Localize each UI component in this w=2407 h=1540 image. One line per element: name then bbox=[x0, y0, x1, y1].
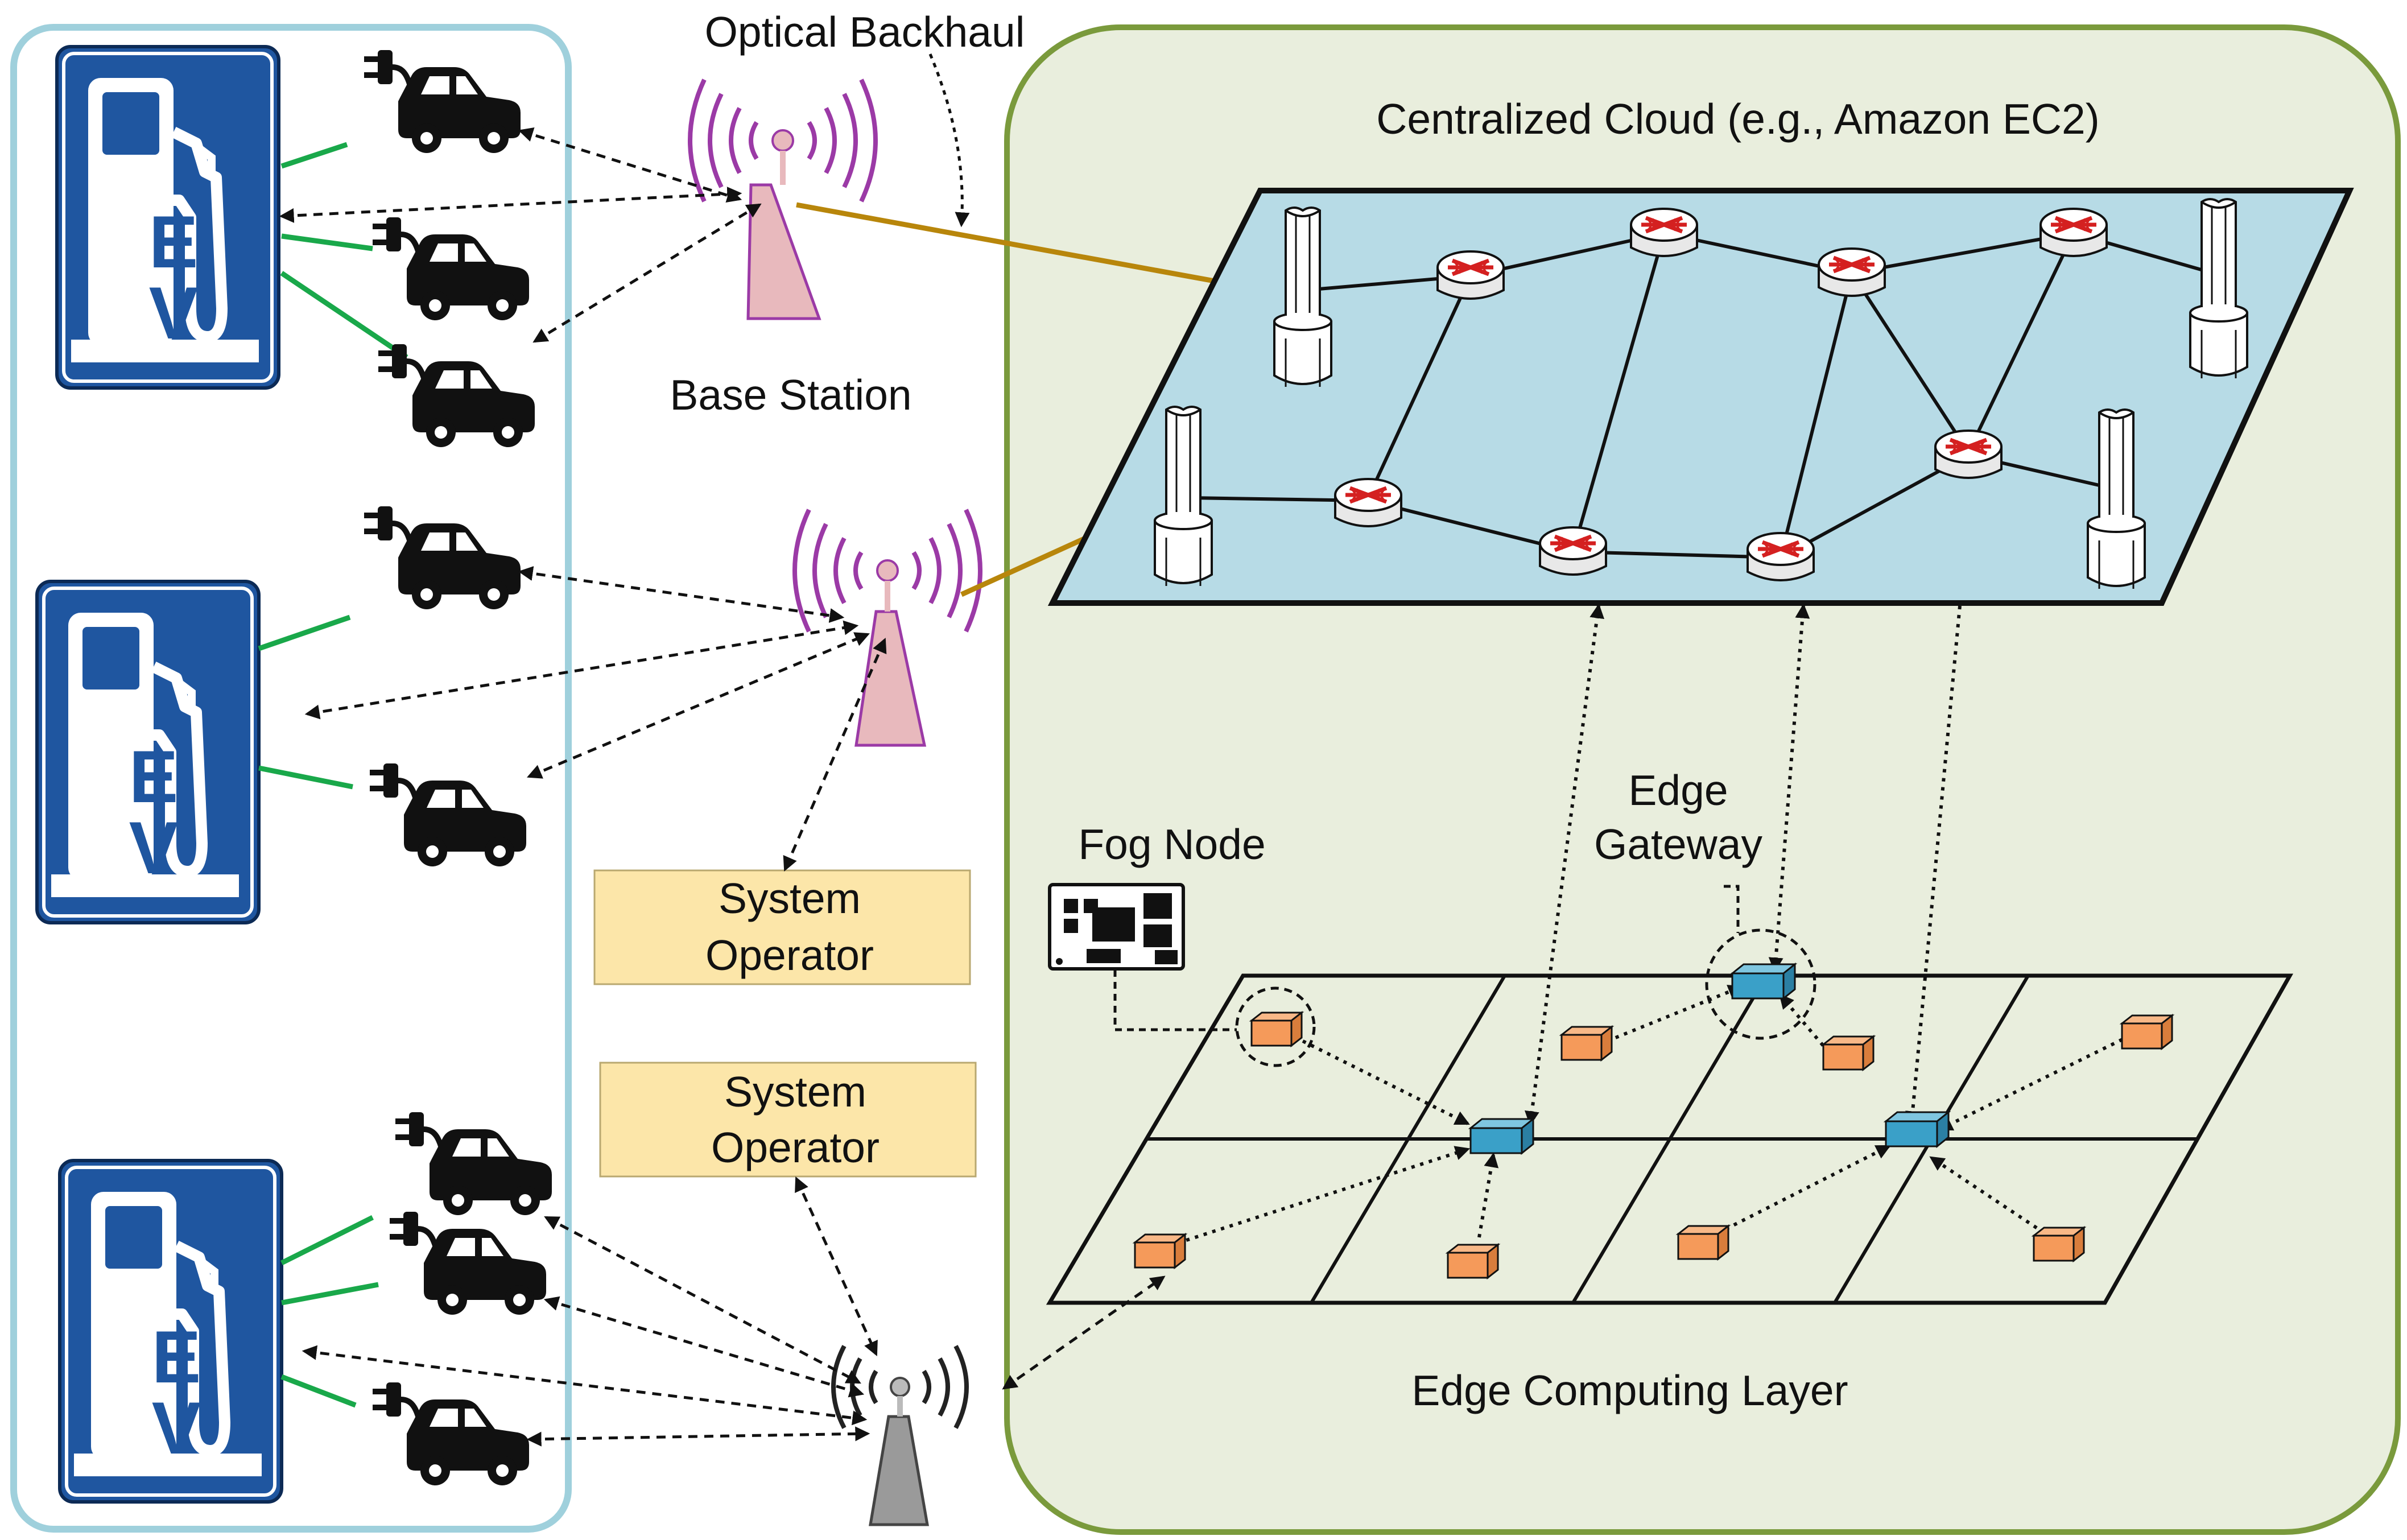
router-icon bbox=[1748, 533, 1814, 580]
ev-letter-v: V bbox=[149, 271, 199, 354]
wireless-links bbox=[279, 127, 1166, 1447]
backhaul-link bbox=[796, 202, 1281, 296]
fog-node-pointer bbox=[1113, 970, 1237, 1031]
router-icon bbox=[1335, 479, 1401, 526]
ev-letter-e: E bbox=[149, 200, 199, 283]
edge-gateway-highlight bbox=[1705, 928, 1816, 1040]
router-icon bbox=[1438, 251, 1504, 299]
router-icon bbox=[1631, 209, 1697, 256]
fog-node-box bbox=[1677, 1225, 1729, 1260]
optical-backhaul-label: Optical Backhaul bbox=[705, 8, 1025, 56]
ev-letter-e: E bbox=[152, 1315, 201, 1398]
edge-plane bbox=[1046, 973, 2293, 1305]
base-station-label: Base Station bbox=[670, 371, 911, 419]
cloud-plane bbox=[1047, 188, 2354, 606]
edge-gateway-box bbox=[1885, 1111, 1950, 1147]
system-operator-line1: System bbox=[719, 874, 861, 922]
router-icon bbox=[1540, 527, 1606, 575]
edge-links bbox=[1177, 603, 2132, 1245]
fog-node-box bbox=[1822, 1035, 1875, 1071]
fog-node-box bbox=[2121, 1014, 2173, 1050]
centralized-cloud-label: Centralized Cloud (e.g., Amazon EC2) bbox=[1376, 95, 2099, 143]
ev-letter-e: E bbox=[129, 735, 179, 818]
system-operator-line2: Operator bbox=[705, 931, 874, 979]
circuit-board-icon bbox=[1048, 883, 1185, 971]
fog-node-box bbox=[2033, 1227, 2085, 1262]
fog-node-box bbox=[1560, 1026, 1613, 1061]
system-operator-line1: System bbox=[724, 1068, 866, 1116]
ev-letter-v: V bbox=[152, 1386, 201, 1469]
system-operator-box bbox=[599, 1062, 977, 1178]
router-icon bbox=[2041, 209, 2107, 256]
fog-node-box bbox=[1447, 1244, 1499, 1279]
fog-node-highlight bbox=[1235, 986, 1316, 1067]
fog-node-box bbox=[1250, 1011, 1303, 1047]
cell-tower-icon bbox=[688, 79, 878, 320]
edge-gateway-pointer bbox=[1724, 885, 1740, 933]
system-operator-line2: Operator bbox=[711, 1124, 880, 1171]
fog-node-box bbox=[1134, 1233, 1186, 1269]
router-icon bbox=[1935, 431, 2001, 478]
edge-gateway-box bbox=[1731, 963, 1796, 1000]
edge-gateway-label-line1: Edge bbox=[1628, 766, 1728, 814]
ev-letter-v: V bbox=[129, 806, 179, 889]
fog-node-label: Fog Node bbox=[1078, 820, 1265, 868]
edge-gateway-label-line2: Gateway bbox=[1594, 820, 1762, 868]
edge-gateway-box bbox=[1469, 1118, 1534, 1154]
cell-tower-icon bbox=[792, 509, 982, 747]
optical-backhaul-pointer bbox=[928, 53, 970, 228]
router-icon bbox=[1819, 249, 1885, 296]
system-operator-box bbox=[593, 869, 971, 985]
edge-computing-layer-label: Edge Computing Layer bbox=[1411, 1366, 1848, 1414]
cell-tower-icon bbox=[831, 1345, 969, 1526]
